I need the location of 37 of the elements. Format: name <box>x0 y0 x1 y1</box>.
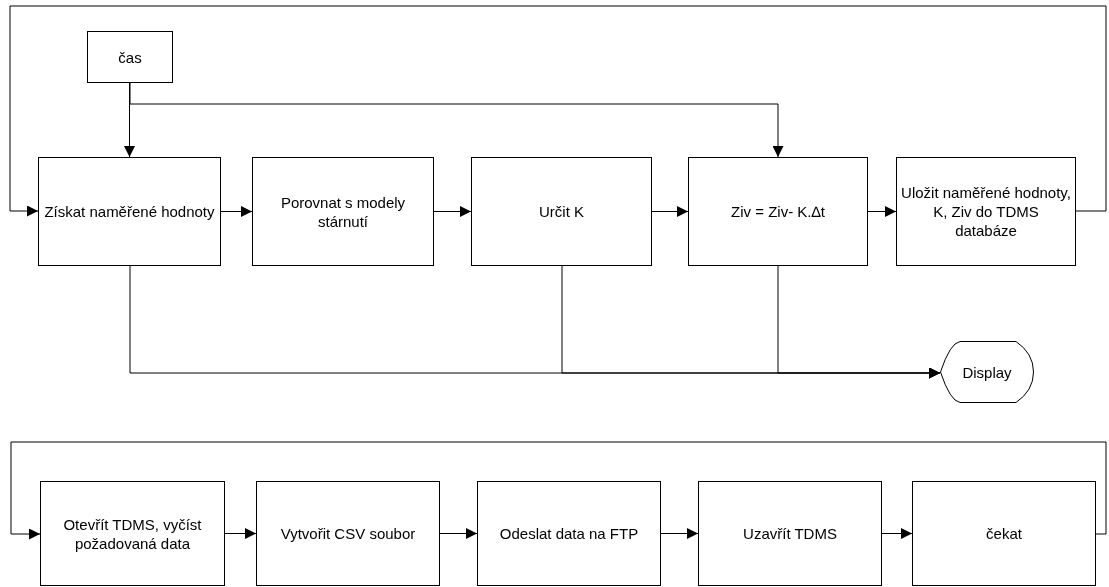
arrow <box>777 265 941 379</box>
node-label: Porovnat s modely stárnutí <box>279 192 407 231</box>
arrow <box>10 441 1107 540</box>
process-box <box>688 157 868 266</box>
process-box <box>471 157 652 266</box>
arrow <box>651 206 689 217</box>
arrow <box>124 82 135 158</box>
arrow <box>881 528 913 539</box>
arrow <box>220 206 253 217</box>
node-label: Otevřít TDMS, vyčíst požadovaná data <box>62 514 203 553</box>
process-box <box>896 157 1076 266</box>
process-box <box>912 481 1096 586</box>
process-box <box>87 31 173 83</box>
node-label: Získat naměřené hodnoty <box>44 202 215 221</box>
display-shape <box>940 341 1034 403</box>
node-label: Display <box>962 362 1012 382</box>
process-box <box>477 481 661 586</box>
arrow <box>224 528 257 539</box>
node-label: Uložit naměřené hodnoty, K, Ziv do TDMS databáze <box>901 183 1071 240</box>
process-box <box>698 481 882 586</box>
arrow <box>9 5 1107 217</box>
process-box <box>252 157 434 266</box>
process-box <box>40 481 225 586</box>
node-label: Odeslat data na FTP <box>499 524 639 543</box>
arrow <box>867 206 897 217</box>
arrow <box>433 206 472 217</box>
node-label: čas <box>118 47 142 67</box>
node-label: čekat <box>986 524 1022 543</box>
arrow <box>660 528 699 539</box>
arrow <box>129 82 784 158</box>
process-box <box>256 481 440 586</box>
node-label: Vytvořit CSV soubor <box>280 524 416 543</box>
node-label: Ziv = Ziv- K.∆t <box>731 202 825 221</box>
node-label: Uzavřít TDMS <box>743 524 837 543</box>
process-box <box>38 157 221 266</box>
arrow <box>439 528 478 539</box>
node-label: Určit K <box>539 202 584 221</box>
